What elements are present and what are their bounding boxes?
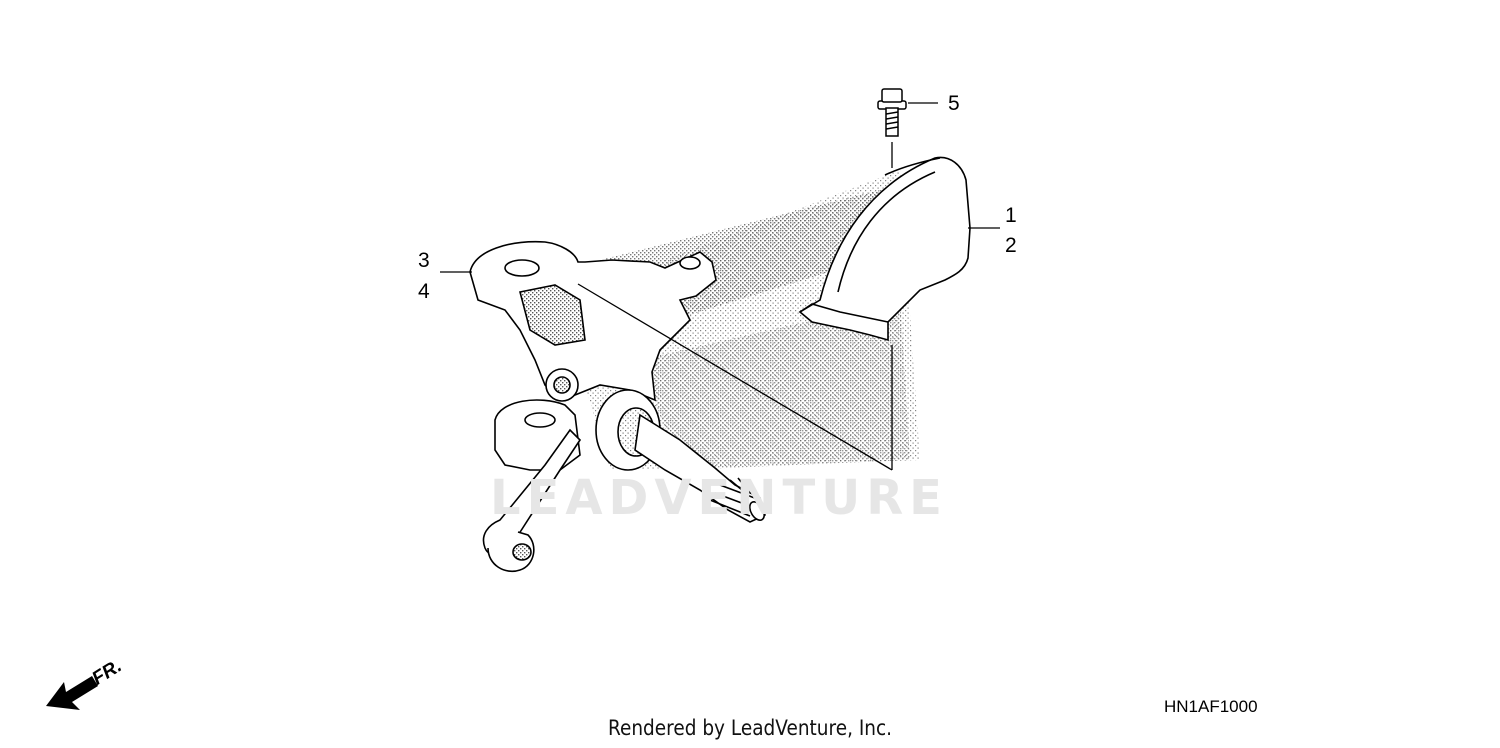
callout-2: 2 (1005, 234, 1017, 257)
watermark: LEADVENTURE (490, 470, 948, 526)
steering-knuckle-part (469, 240, 766, 572)
knuckle-cover-part (798, 156, 971, 342)
front-direction-arrow-icon (46, 676, 98, 710)
diagram-code: HN1AF1000 (1164, 697, 1258, 716)
callout-1: 1 (1005, 204, 1017, 227)
callout-3: 3 (418, 249, 430, 272)
flange-bolt-part (877, 88, 907, 137)
callout-5: 5 (948, 92, 960, 115)
leader-lines (440, 102, 1000, 471)
callout-4: 4 (418, 280, 430, 303)
footer-credit: Rendered by LeadVenture, Inc. (607, 716, 893, 740)
